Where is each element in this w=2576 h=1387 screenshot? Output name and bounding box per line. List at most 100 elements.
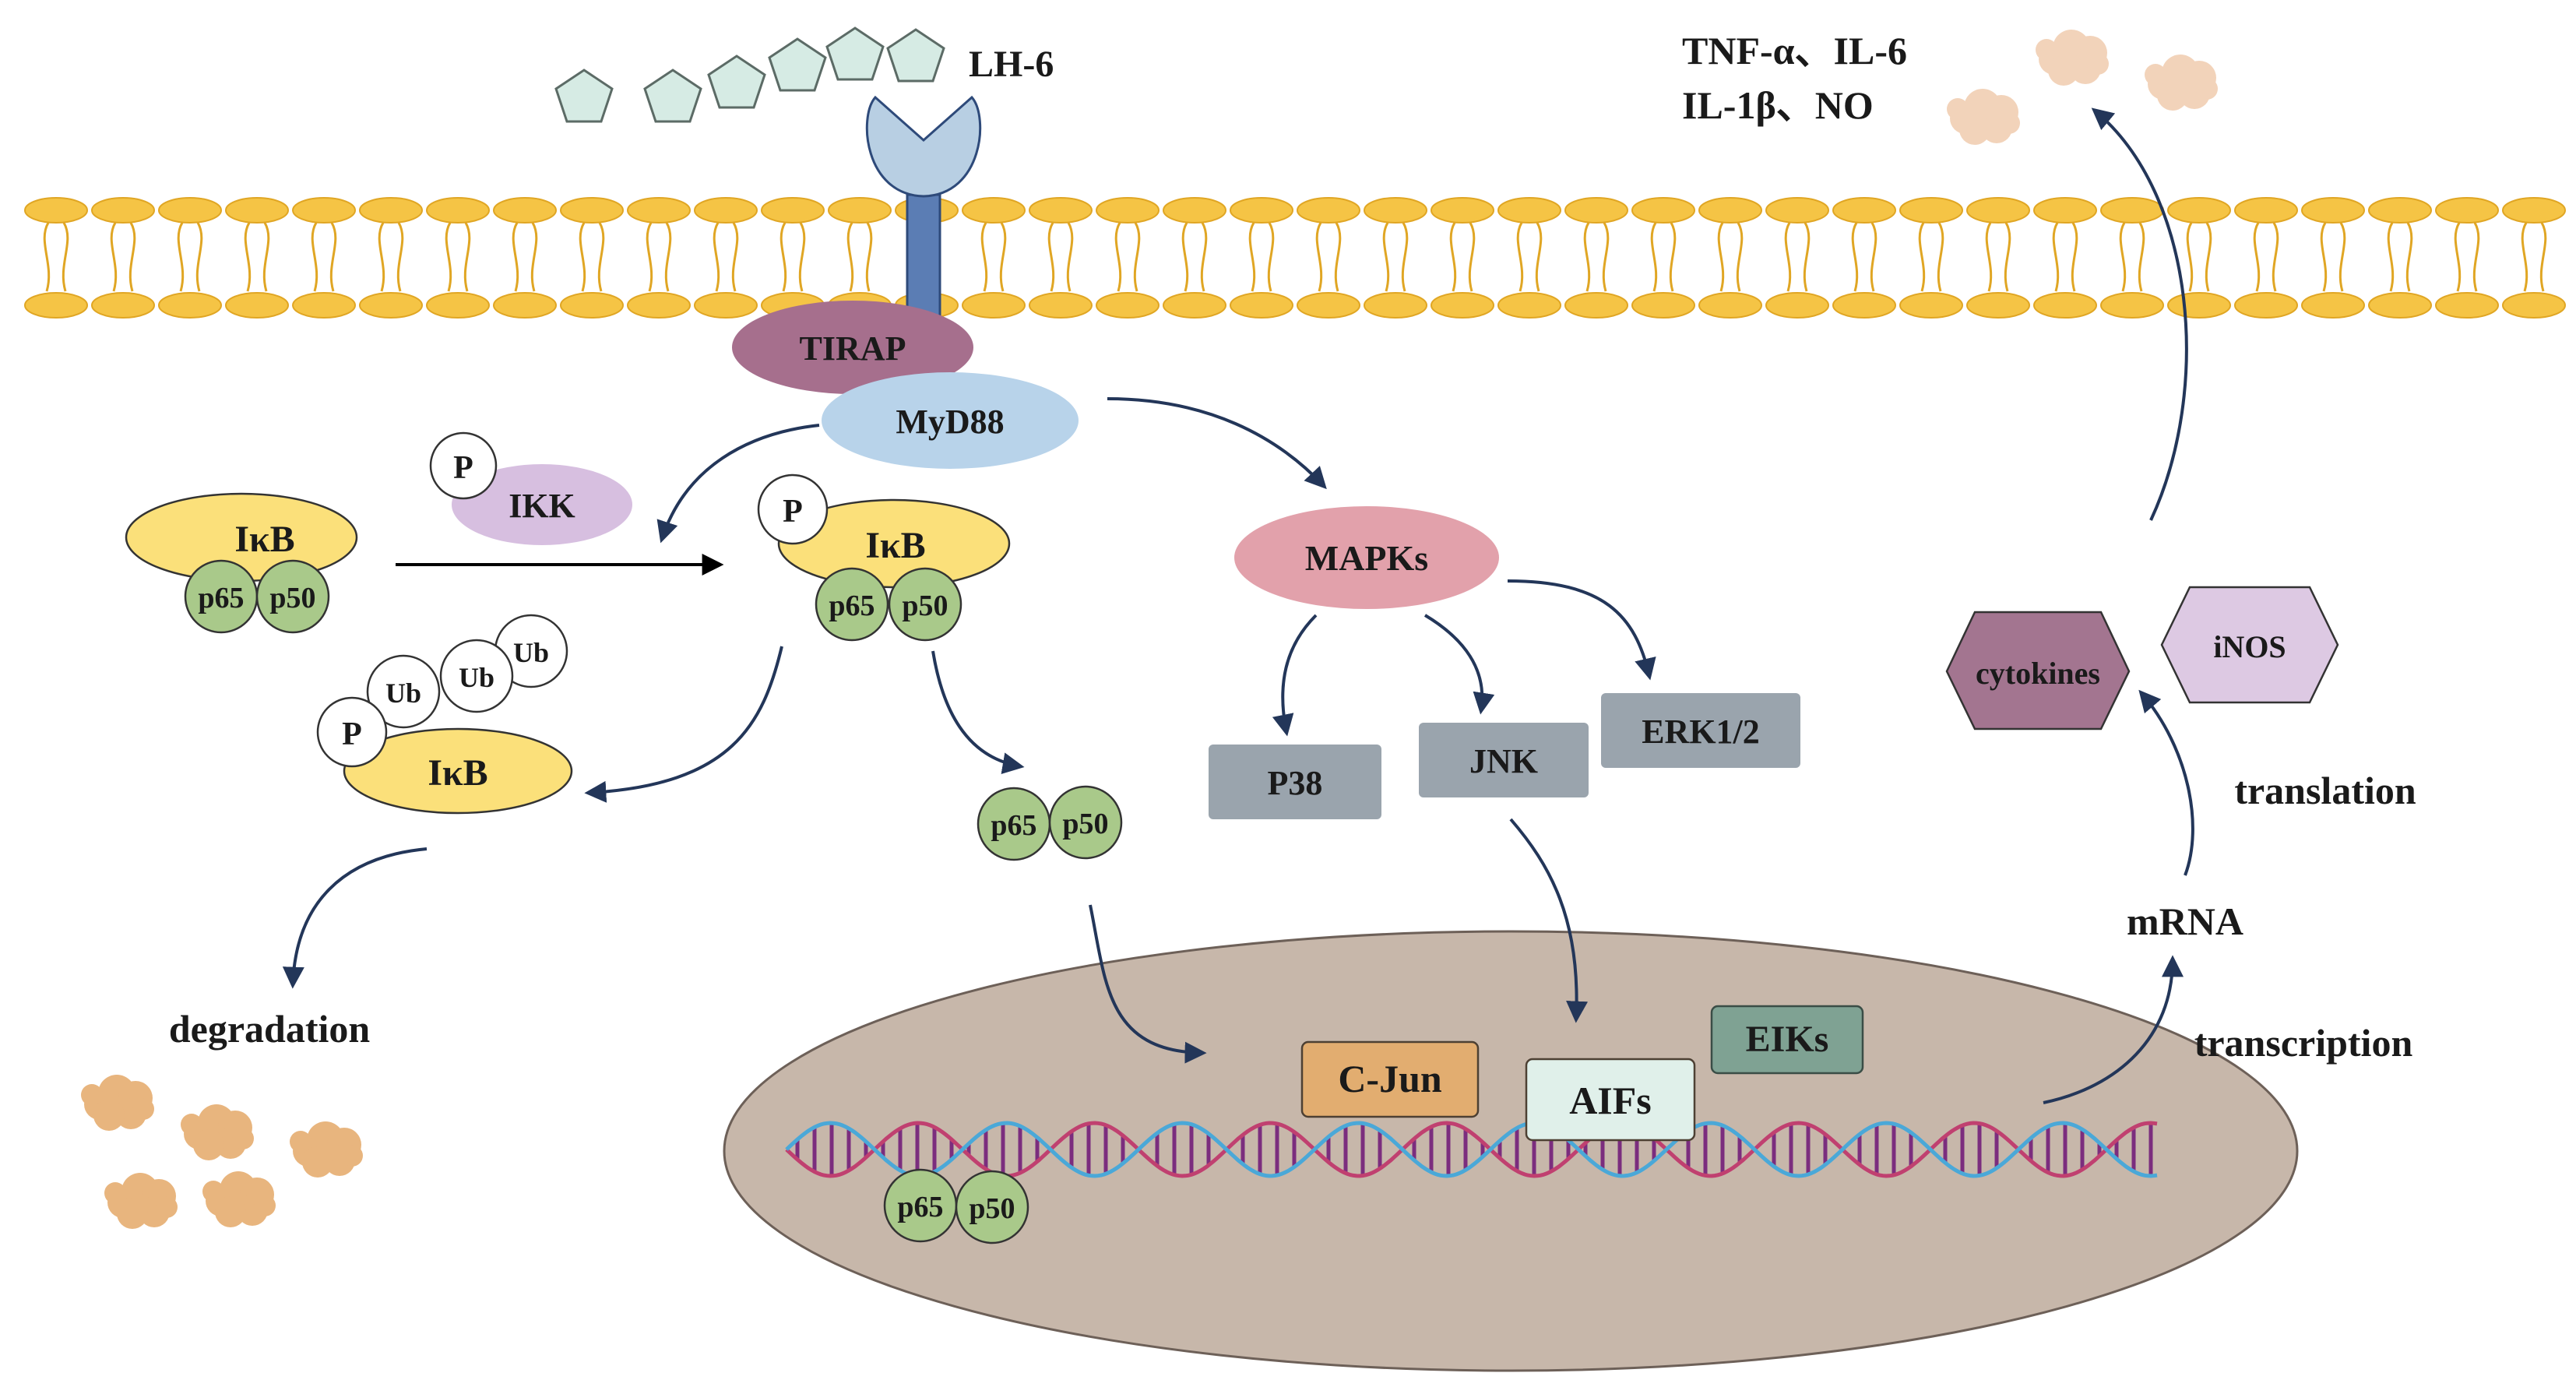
p50-node-phospho: [888, 567, 962, 642]
phospho-icon: [757, 473, 829, 545]
lipid-unit: [1965, 196, 2031, 319]
ub-label-1: Ub: [385, 678, 421, 709]
p38-label: P38: [1268, 764, 1323, 802]
p50-node-free: [1048, 785, 1123, 860]
lipid-unit: [2300, 196, 2366, 319]
ikb-label-left: IκB: [234, 519, 294, 560]
lipid-unit: [2099, 196, 2165, 319]
dna-helix-icon: [785, 1121, 2158, 1178]
nuclear-translocation-arrow: [1089, 904, 1207, 1064]
tirap-label: TIRAP: [800, 329, 906, 368]
jnk-label: JNK: [1469, 742, 1538, 780]
lipid-unit: [1564, 196, 1629, 319]
p65-label-phospho: p65: [829, 590, 875, 622]
secreted-cytokine-clouds: [1947, 30, 2218, 145]
ikb-label-ub: IκB: [428, 752, 487, 794]
translation-label: translation: [2234, 769, 2416, 812]
degradation-label: degradation: [169, 1007, 371, 1051]
transcription-arrow: [2043, 955, 2184, 1104]
lipid-unit: [827, 196, 892, 319]
myd88-node: [822, 372, 1079, 469]
transcription-label: transcription: [2194, 1021, 2413, 1065]
p50-label-left: p50: [269, 582, 315, 614]
secreted-line-1: TNF-α、IL-6: [1682, 29, 1907, 72]
cjun-label: C-Jun: [1338, 1057, 1442, 1100]
inos-label: iNOS: [2213, 629, 2286, 664]
eiks-label: EIKs: [1746, 1019, 1829, 1060]
p65-label-free: p65: [991, 809, 1036, 842]
lipid-unit: [358, 196, 424, 319]
lipid-unit: [1899, 196, 1964, 319]
ubiquitin-icon: [439, 639, 514, 713]
ikb-label-phospho: IκB: [865, 525, 925, 566]
lipid-unit: [2032, 196, 2098, 319]
ub-label-2: Ub: [459, 662, 494, 693]
p65-label-nuclear: p65: [897, 1191, 943, 1223]
aifs-box: [1525, 1058, 1696, 1142]
lipid-unit: [693, 196, 758, 319]
lipid-unit: [2367, 196, 2433, 319]
lipid-unit: [2233, 196, 2299, 319]
lipid-unit: [1698, 196, 1763, 319]
erk-box: [1601, 693, 1800, 768]
lipid-unit: [1832, 196, 1897, 319]
lipid-unit: [559, 196, 625, 319]
p65-node-phospho: [815, 567, 889, 642]
lipid-unit: [1430, 196, 1495, 319]
ligand-label: LH-6: [969, 44, 1054, 85]
lipid-unit: [492, 196, 558, 319]
mapk-label: MAPKs: [1305, 538, 1428, 578]
nucleus: [723, 930, 2299, 1372]
to-ubiquitination-arrow: [584, 646, 783, 803]
mrna-label: mRNA: [2127, 899, 2243, 943]
lipid-unit: [961, 196, 1026, 319]
lipid-unit: [760, 196, 825, 319]
lipid-unit: [1497, 196, 1562, 319]
lipid-unit: [1028, 196, 1093, 319]
tirap-node: [732, 301, 973, 394]
lipid-unit: [425, 196, 491, 319]
mapk-to-p38-arrow: [1272, 614, 1318, 737]
receptor-stem: [906, 193, 941, 321]
pentagon-chain-icon: [554, 26, 945, 123]
ikb-phospho-label: P: [783, 494, 803, 530]
lipid-unit: [1229, 196, 1294, 319]
lipid-unit: [1095, 196, 1160, 319]
myd88-label: MyD88: [896, 403, 1004, 441]
lipid-unit: [2434, 196, 2500, 319]
ikk-label: IKK: [509, 487, 575, 525]
jnk-to-aifs-arrow: [1509, 818, 1589, 1023]
receptor-icon: [865, 95, 982, 198]
ub-phospho-label: P: [342, 716, 362, 752]
p50-label-nuclear: p50: [969, 1192, 1015, 1225]
lipid-unit: [1765, 196, 1830, 319]
lipid-unit: [157, 196, 223, 319]
lipid-unit: [1162, 196, 1227, 319]
mapk-node: [1234, 506, 1499, 609]
mapk-to-erk-arrow: [1507, 579, 1656, 681]
translation-arrow: [2138, 689, 2194, 876]
lipid-unit: [291, 196, 357, 319]
lipid-unit: [90, 196, 156, 319]
cytokines-label: cytokines: [1976, 656, 2100, 691]
lipid-unit: [224, 196, 290, 319]
p50-node-nuclear: [955, 1170, 1029, 1244]
phospho-icon: [429, 431, 498, 500]
myd88-to-ikk-arrow: [656, 424, 820, 544]
lipid-unit: [1631, 196, 1696, 319]
degradation-arrow: [282, 847, 428, 989]
lipid-unit: [1296, 196, 1361, 319]
ikk-node: [452, 464, 632, 545]
secretion-arrow: [2091, 107, 2188, 521]
dimer-release-arrow: [931, 650, 1025, 774]
p50-label-free: p50: [1062, 808, 1108, 840]
secreted-line-2: IL-1β、NO: [1682, 83, 1874, 127]
cytokines-node: [1945, 611, 2131, 730]
degraded-fragments: [81, 1075, 363, 1229]
ikb-node-ub: [343, 727, 573, 815]
phospho-icon: [316, 696, 388, 768]
jnk-box: [1419, 723, 1589, 797]
p50-label-phospho: p50: [902, 590, 948, 622]
